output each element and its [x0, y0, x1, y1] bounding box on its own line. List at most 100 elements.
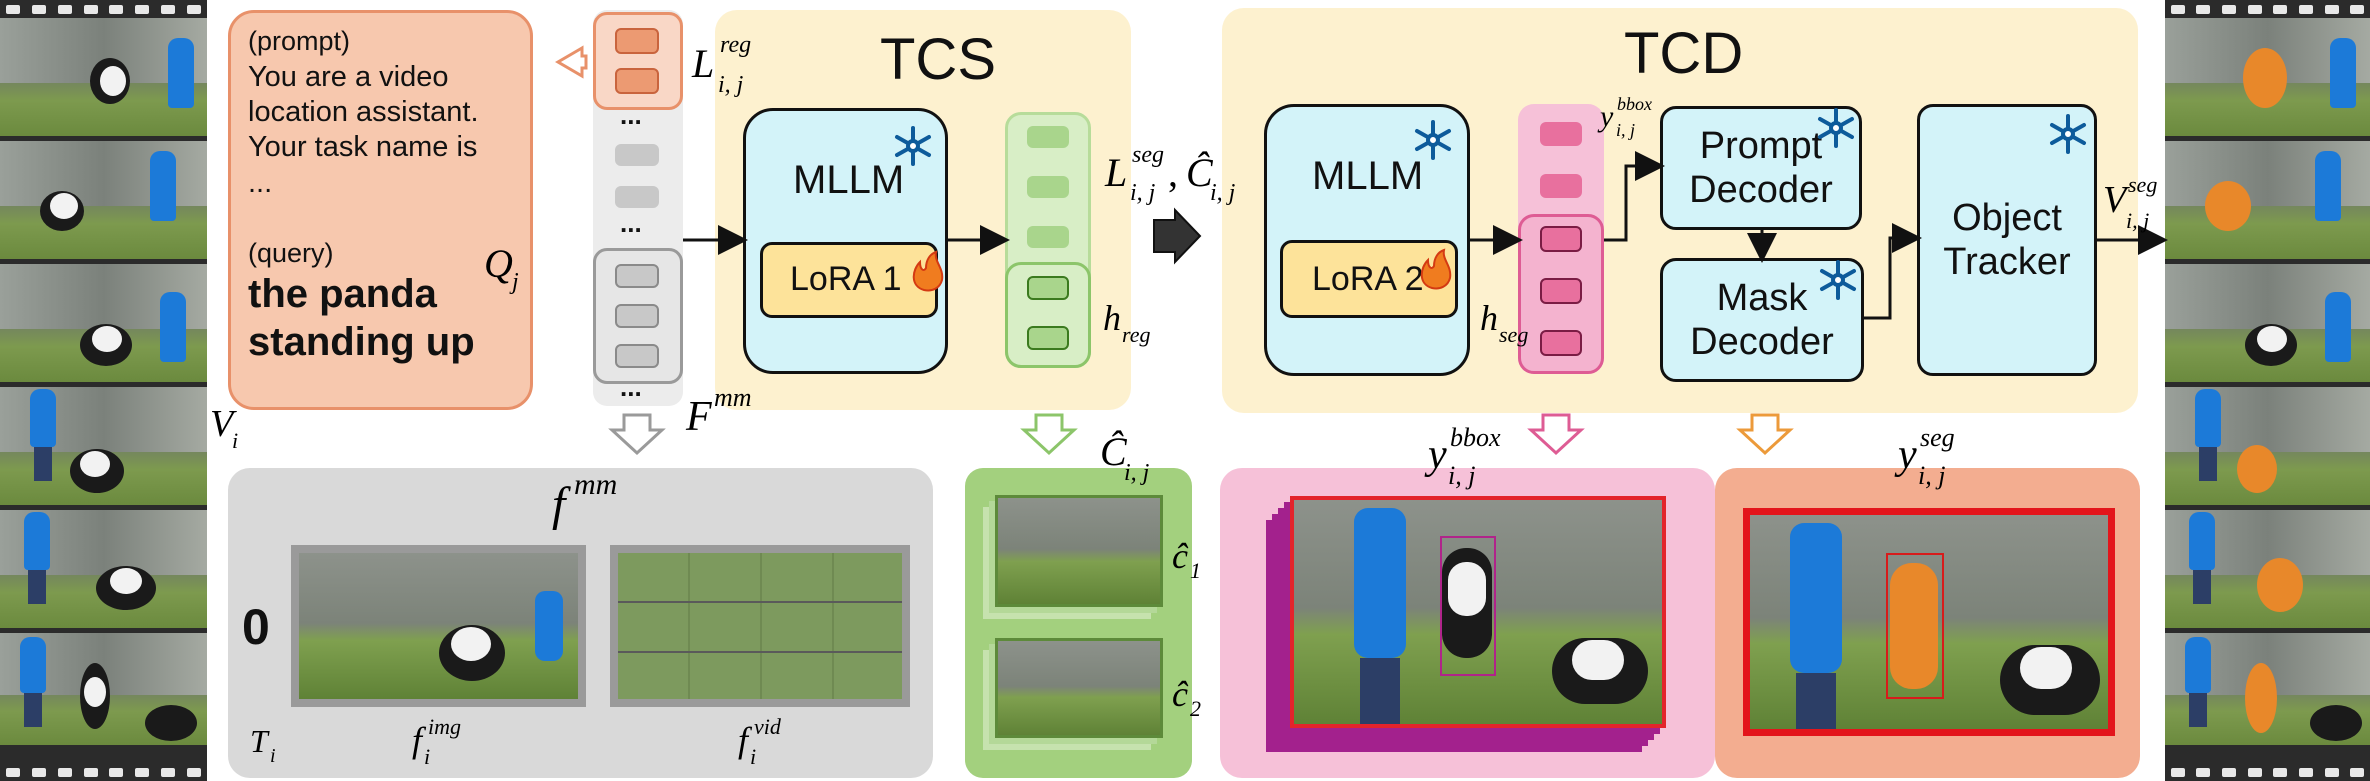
film-perforation [2165, 763, 2370, 781]
reg-token [615, 28, 659, 54]
green-token [1027, 126, 1069, 148]
snowflake-icon [2050, 114, 2086, 154]
svg-text:i, j: i, j [1448, 461, 1475, 490]
green-token [1027, 226, 1069, 248]
tcs-lora-label: LoRA 1 [790, 260, 902, 298]
visual-token [615, 264, 659, 288]
film-perforation [2165, 0, 2370, 18]
snowflake-icon [895, 126, 931, 166]
math-c1: ĉ 1 [1172, 536, 1201, 583]
math-L-reg: L reg i, j [691, 32, 751, 98]
candidate-clip-1 [995, 495, 1163, 607]
prompt-decoder-block: Prompt Decoder [1660, 106, 1862, 230]
segmented-frame [2165, 387, 2370, 505]
math-Q-j: Q j [484, 241, 519, 295]
svg-text:L: L [1104, 150, 1127, 195]
svg-text:T: T [250, 723, 270, 759]
svg-text:i: i [750, 744, 756, 769]
reg-token [615, 68, 659, 94]
video-frame [0, 387, 207, 505]
svg-text:img: img [428, 714, 461, 739]
mask-decoder-label: Mask Decoder [1690, 277, 1834, 363]
svg-text:y: y [1424, 432, 1447, 478]
math-V-i: V i [210, 403, 238, 453]
snowflake-icon [1820, 260, 1856, 300]
video-feature-thumbnail [610, 545, 910, 707]
prompt-ellipsis: ... [248, 167, 273, 199]
svg-text:Ĉ: Ĉ [1186, 150, 1214, 195]
tcs-title: TCS [880, 27, 996, 92]
text-token [615, 186, 659, 208]
stage-transition-arrow [1153, 207, 1202, 265]
segmented-frame [2165, 18, 2370, 136]
query-tag: (query) [248, 238, 334, 268]
prompt-box [228, 10, 533, 410]
green-token [1027, 276, 1069, 300]
svg-text:Ĉ: Ĉ [1100, 429, 1128, 474]
candidate-clip-2 [995, 638, 1163, 738]
svg-text:i, j: i, j [718, 72, 744, 98]
svg-text:i, j: i, j [1616, 120, 1635, 140]
pink-token [1540, 330, 1582, 356]
math-T-i: T i [250, 723, 276, 767]
svg-text:i, j: i, j [1124, 460, 1150, 486]
svg-text:bbox: bbox [1617, 94, 1652, 114]
flame-icon [1420, 248, 1452, 290]
svg-text:i, j: i, j [2126, 208, 2149, 233]
svg-text:i, j: i, j [1130, 180, 1156, 206]
segmented-frame [2165, 633, 2370, 745]
tcd-lora-label: LoRA 2 [1312, 260, 1424, 298]
prompt-tag: (prompt) [248, 26, 351, 56]
svg-text:ĉ: ĉ [1172, 674, 1189, 714]
math-L-seg-C-hat: L seg i, j , Ĉ i, j [1104, 142, 1236, 206]
math-f-mm: f mm [552, 468, 617, 531]
math-y-bbox-top: y bbox i, j [1597, 94, 1652, 140]
math-F-mm: F mm [685, 383, 752, 440]
image-feature-thumbnail [291, 545, 586, 707]
green-token [1027, 326, 1069, 350]
dots: ... [620, 208, 642, 238]
svg-text:i: i [270, 745, 276, 767]
svg-text:i, j: i, j [1210, 180, 1236, 206]
svg-text:F: F [685, 394, 712, 440]
video-frame [0, 510, 207, 628]
visual-token [615, 304, 659, 328]
film-perforation [0, 0, 207, 18]
svg-text:mm: mm [574, 468, 617, 501]
hollow-arrow-icon [555, 45, 588, 79]
svg-text:seg: seg [2128, 172, 2157, 197]
snowflake-icon [1818, 108, 1854, 148]
svg-text:y: y [1597, 100, 1614, 133]
math-c2: ĉ 2 [1172, 674, 1201, 721]
video-frame [0, 633, 207, 745]
svg-text:Q: Q [484, 241, 513, 286]
zero-label: 0 [242, 599, 270, 655]
math-f-vid: f vid i [738, 714, 782, 769]
object-tracker-label: Object Tracker [1943, 197, 2071, 283]
svg-text:V: V [210, 403, 237, 445]
pink-token [1540, 122, 1582, 146]
svg-text:h: h [1480, 298, 1498, 338]
svg-text:L: L [691, 41, 714, 86]
math-y-bbox: y bbox i, j [1424, 423, 1501, 490]
input-video-filmstrip [0, 0, 207, 781]
green-token [1027, 176, 1069, 198]
tcd-mllm-label: MLLM [1312, 154, 1424, 198]
dots: ... [620, 372, 642, 402]
segmented-frame [2165, 264, 2370, 382]
svg-text:1: 1 [1190, 558, 1201, 583]
svg-text:V: V [2103, 179, 2130, 221]
hollow-arrow-icon [608, 413, 666, 456]
svg-text:j: j [509, 269, 519, 295]
pink-token [1540, 278, 1582, 304]
math-f-img: f img i [412, 714, 461, 769]
segmented-frame [2165, 141, 2370, 259]
svg-text:,: , [1168, 150, 1178, 195]
snowflake-icon [1415, 120, 1451, 160]
svg-text:f: f [552, 478, 571, 531]
svg-text:vid: vid [754, 714, 782, 739]
svg-text:y: y [1894, 432, 1917, 478]
hollow-arrow-icon [1527, 413, 1585, 456]
hollow-arrow-icon [1736, 413, 1794, 456]
